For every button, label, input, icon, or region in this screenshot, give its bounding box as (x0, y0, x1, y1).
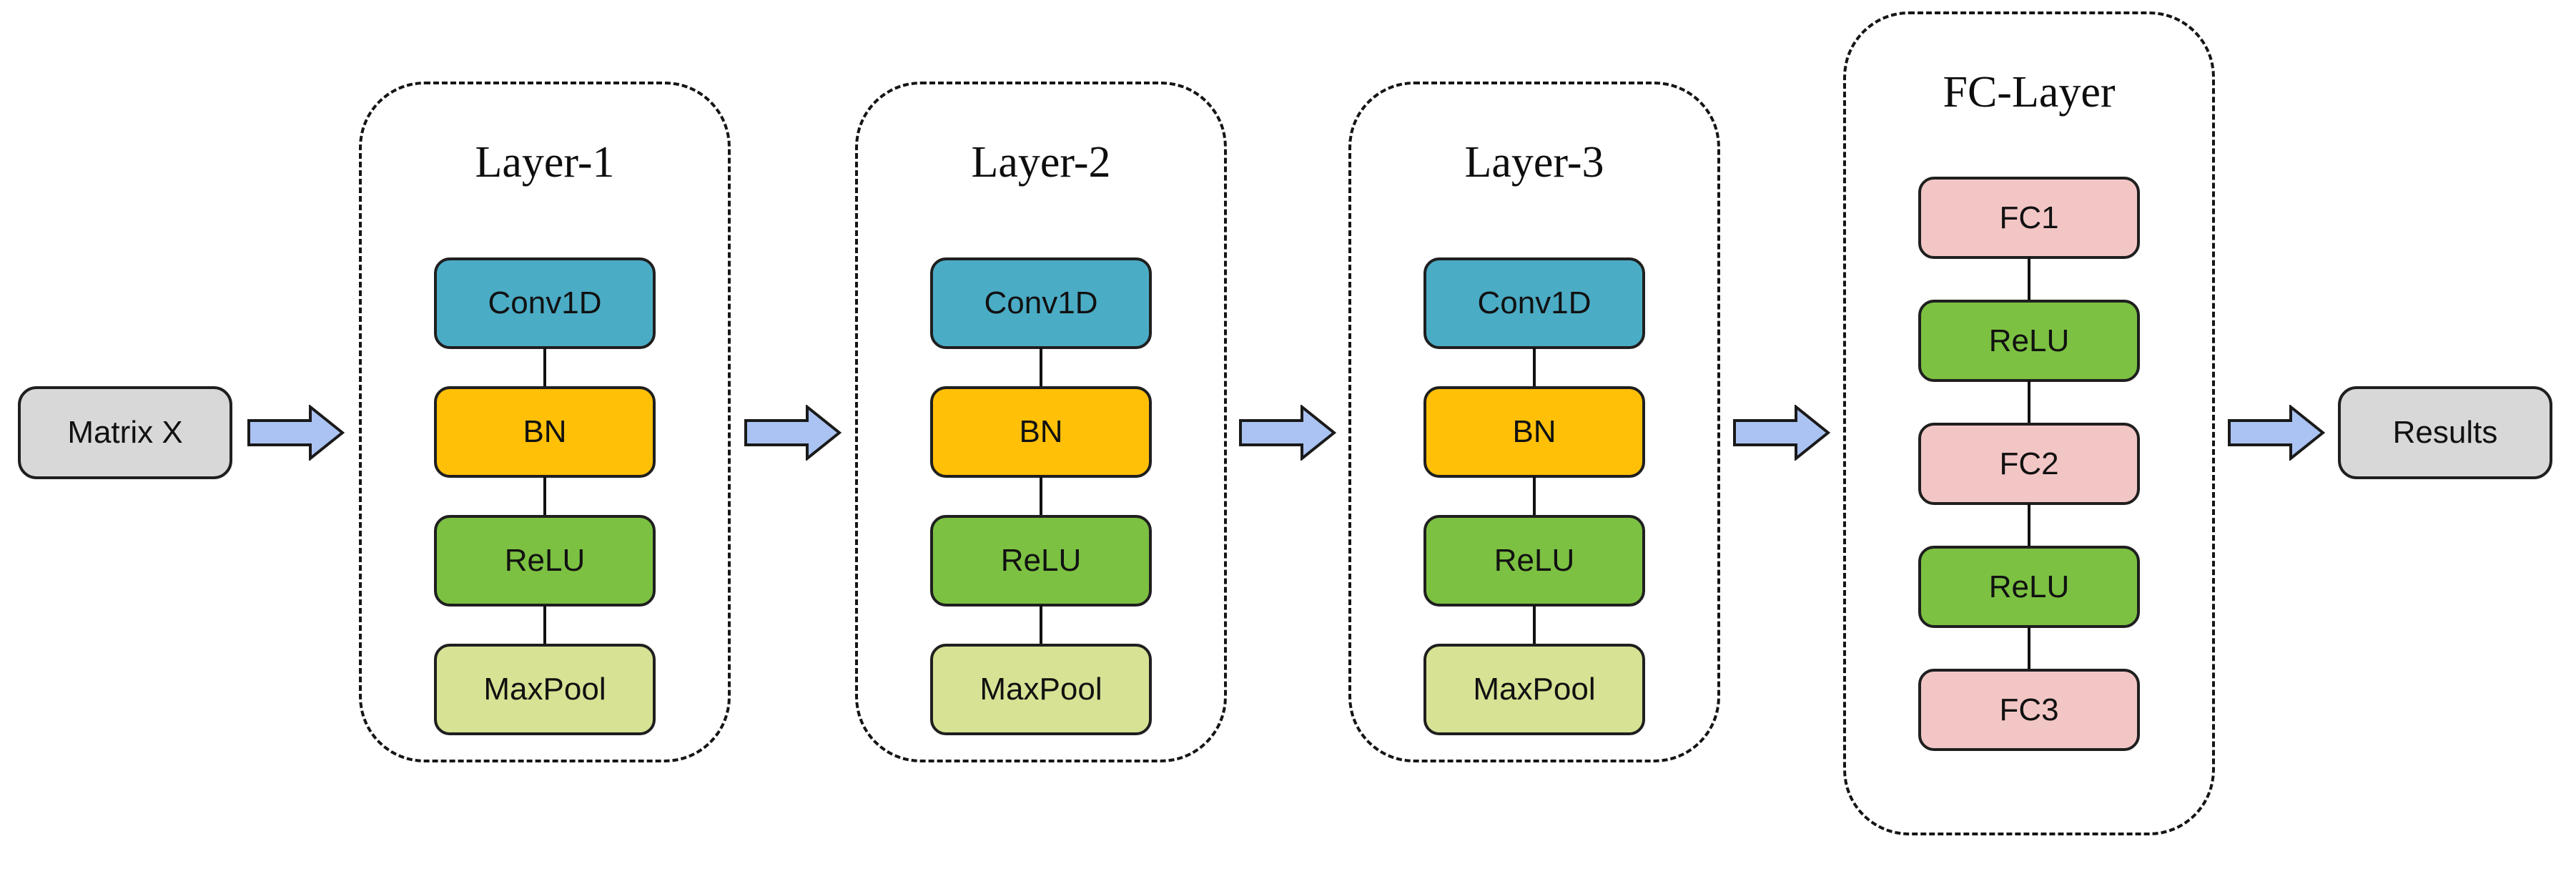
input-box-label: Matrix X (67, 415, 183, 450)
stage-title: Layer-3 (1464, 138, 1604, 187)
output-box-results: Results (2338, 386, 2552, 479)
stage-title: Layer-1 (475, 138, 615, 187)
block-maxpool: MaxPool (434, 644, 656, 735)
block-relu: ReLU (1423, 515, 1645, 607)
block-relu: ReLU (930, 515, 1152, 607)
block-relu: ReLU (1918, 300, 2140, 382)
input-box-matrix-x: Matrix X (18, 386, 232, 479)
block-connector-line (543, 476, 546, 516)
block-fc2: FC2 (1918, 423, 2140, 505)
block-conv1d: Conv1D (434, 257, 656, 349)
block-relu: ReLU (434, 515, 656, 607)
block-connector-line (1040, 348, 1042, 388)
block-bn: BN (434, 386, 656, 478)
block-connector-line (2028, 504, 2030, 547)
block-connector-line (2028, 381, 2030, 424)
flow-arrow-2-icon (744, 405, 842, 461)
block-connector-line (1533, 348, 1536, 388)
block-connector-line (543, 348, 546, 388)
block-connector-line (1533, 605, 1536, 645)
block-conv1d: Conv1D (930, 257, 1152, 349)
block-connector-line (1040, 476, 1042, 516)
stage-title: FC-Layer (1943, 68, 2116, 117)
output-box-label: Results (2392, 415, 2498, 450)
block-conv1d: Conv1D (1423, 257, 1645, 349)
block-connector-line (1040, 605, 1042, 645)
block-connector-line (2028, 257, 2030, 301)
block-bn: BN (1423, 386, 1645, 478)
block-maxpool: MaxPool (1423, 644, 1645, 735)
flow-arrow-3-icon (1239, 405, 1336, 461)
block-connector-line (2028, 627, 2030, 670)
block-relu: ReLU (1918, 546, 2140, 628)
stage-title: Layer-2 (971, 138, 1111, 187)
block-fc3: FC3 (1918, 669, 2140, 751)
block-maxpool: MaxPool (930, 644, 1152, 735)
block-bn: BN (930, 386, 1152, 478)
flow-arrow-5-icon (2228, 405, 2325, 461)
block-fc1: FC1 (1918, 177, 2140, 259)
block-connector-line (543, 605, 546, 645)
block-connector-line (1533, 476, 1536, 516)
flow-arrow-1-icon (247, 405, 345, 461)
flow-arrow-4-icon (1733, 405, 1830, 461)
